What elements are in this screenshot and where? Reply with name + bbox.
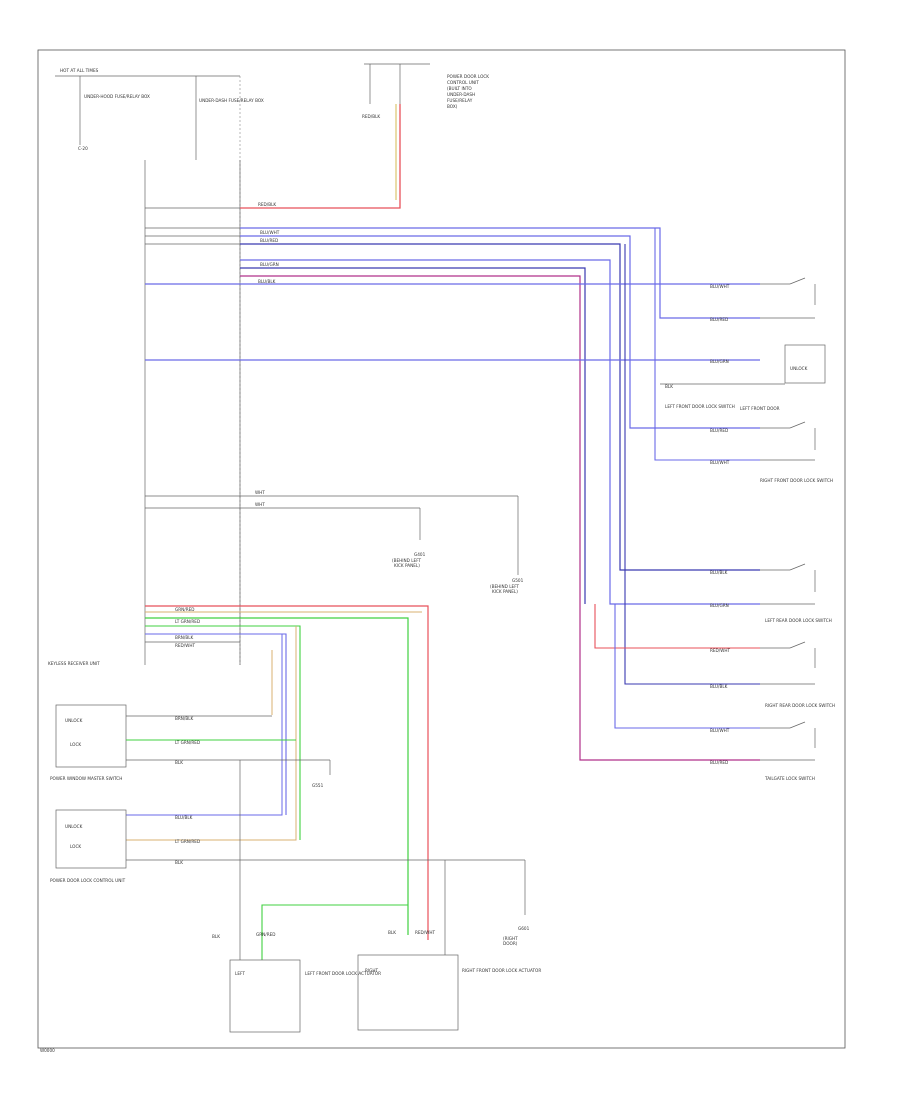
svg-text:(BEHIND LEFT: (BEHIND LEFT: [392, 558, 422, 563]
g501-label: G501: [512, 578, 524, 583]
svg-text:G551: G551: [312, 783, 324, 788]
svg-text:BLK: BLK: [175, 860, 183, 865]
svg-text:BLK: BLK: [665, 384, 673, 389]
svg-text:C-20: C-20: [78, 146, 88, 151]
keyless-bus: GRN/RED LT GRN/RED BRN/BLK RED/WHT KEYLE…: [48, 605, 429, 940]
svg-text:FUSE/RELAY: FUSE/RELAY: [447, 98, 473, 103]
blu-wht-wire-label: BLU/WHT: [260, 230, 280, 235]
left-rear-door-switch-label: LEFT REAR DOOR LOCK SWITCH: [765, 618, 832, 623]
svg-text:LOCK: LOCK: [70, 844, 81, 849]
right-power-window-switch: UNLOCK LOCK BLU/BLK LT GRN/RED BLK POWER…: [50, 809, 525, 883]
svg-text:RIGHT: RIGHT: [365, 968, 379, 973]
svg-text:LOCK: LOCK: [70, 742, 81, 747]
svg-text:BLU/RED: BLU/RED: [710, 428, 728, 433]
relay-block: POWER DOOR LOCK CONTROL UNIT (BUILT INTO…: [362, 63, 489, 119]
right-rear-door-switch: RED/WHT BLU/BLK RIGHT REAR DOOR LOCK SWI…: [710, 641, 835, 708]
left-rear-door-switch: BLU/BLK BLU/GRN LEFT REAR DOOR LOCK SWIT…: [710, 563, 832, 623]
svg-text:RED/WHT: RED/WHT: [710, 648, 730, 653]
svg-text:UNLOCK: UNLOCK: [65, 824, 83, 829]
right-rear-door-switch-label: RIGHT REAR DOOR LOCK SWITCH: [765, 703, 835, 708]
right-lock-actuator-label: RIGHT FRONT DOOR LOCK ACTUATOR: [462, 968, 541, 973]
blue-trunk: [145, 227, 760, 761]
svg-text:UNLOCK: UNLOCK: [65, 718, 83, 723]
svg-text:UNDER-DASH: UNDER-DASH: [447, 92, 475, 97]
tailgate-switch-label: TAILGATE LOCK SWITCH: [764, 776, 815, 781]
left-lock-actuator: BLK GRN/RED LEFT LEFT FRONT DOOR LOCK AC…: [212, 760, 408, 1033]
svg-text:BLU/WHT: BLU/WHT: [710, 728, 730, 733]
svg-text:BOX): BOX): [447, 104, 458, 109]
left-power-window-label: POWER WINDOW MASTER SWITCH: [50, 776, 122, 781]
svg-text:BRN/BLK: BRN/BLK: [175, 716, 194, 721]
svg-text:RED/BLK: RED/BLK: [362, 114, 380, 119]
svg-text:BLU/RED: BLU/RED: [710, 317, 728, 322]
blu-grn-wire-label: BLU/GRN: [260, 262, 279, 267]
ground-connections: G401 G501 (BEHIND LEFT KICK PANEL) (BEHI…: [145, 490, 524, 594]
power-source-block: HOT AT ALL TIMES UNDER-HOOD FUSE/RELAY B…: [55, 68, 264, 665]
svg-text:BLU/WHT: BLU/WHT: [710, 284, 730, 289]
svg-text:BLU/BLK: BLU/BLK: [175, 815, 193, 820]
dash-fuse-box-label: UNDER-DASH FUSE/RELAY BOX: [199, 98, 264, 103]
svg-text:DOOR): DOOR): [503, 941, 518, 946]
red-wht-wire-label: RED/WHT: [175, 643, 195, 648]
svg-text:BLK: BLK: [175, 760, 183, 765]
blu-red-wire-label: BLU/RED: [260, 238, 278, 243]
right-lock-actuator: BLK RED/WHT RIGHT RIGHT FRONT DOOR LOCK …: [357, 860, 541, 1031]
svg-text:WHT: WHT: [255, 490, 265, 495]
svg-text:(RIGHT: (RIGHT: [503, 936, 518, 941]
right-power-window-label: POWER DOOR LOCK CONTROL UNIT: [50, 878, 126, 883]
svg-text:LT GRN/RED: LT GRN/RED: [175, 839, 200, 844]
tailgate-area-switch: UNLOCK BLU/GRN BLK LEFT FRONT DOOR LOCK …: [660, 344, 826, 411]
svg-text:BLU/GRN: BLU/GRN: [710, 359, 729, 364]
svg-text:LEFT: LEFT: [235, 971, 245, 976]
svg-text:(BUILT INTO: (BUILT INTO: [447, 86, 472, 91]
svg-text:(BEHIND LEFT: (BEHIND LEFT: [490, 584, 520, 589]
red-blk-wire-label: RED/BLK: [258, 202, 276, 207]
g401-label: G401: [414, 552, 426, 557]
svg-text:UNLOCK: UNLOCK: [790, 366, 808, 371]
svg-text:KICK PANEL): KICK PANEL): [492, 589, 518, 594]
left-lock-actuator-label: LEFT FRONT DOOR LOCK ACTUATOR: [305, 971, 381, 976]
page-code: W0000: [40, 1048, 55, 1053]
fuse-box-label: UNDER-HOOD FUSE/RELAY BOX: [84, 94, 150, 99]
diagram-frame: [37, 49, 846, 1049]
svg-text:BLK: BLK: [388, 930, 396, 935]
svg-text:KICK PANEL): KICK PANEL): [394, 563, 420, 568]
svg-text:BLU/RED: BLU/RED: [710, 760, 728, 765]
svg-text:BLU/WHT: BLU/WHT: [710, 460, 730, 465]
left-front-door-switch: BLU/WHT BLU/RED: [710, 277, 816, 322]
svg-text:BLK: BLK: [212, 934, 220, 939]
svg-text:RED/WHT: RED/WHT: [415, 930, 435, 935]
brn-blk-wire-label: BRN/BLK: [175, 635, 194, 640]
svg-text:POWER DOOR LOCK: POWER DOOR LOCK: [447, 74, 489, 79]
left-front-door-switch-label: LEFT FRONT DOOR LOCK SWITCH: [665, 404, 735, 409]
g601-label: G601: [518, 926, 530, 931]
svg-text:CONTROL UNIT: CONTROL UNIT: [447, 80, 479, 85]
right-front-door-switch: BLU/RED BLU/WHT RIGHT FRONT DOOR LOCK SW…: [710, 421, 833, 483]
keyless-unit-label: KEYLESS RECEIVER UNIT: [48, 661, 100, 666]
blu-blk-wire-label: BLU/BLK: [258, 279, 276, 284]
svg-text:WHT: WHT: [255, 502, 265, 507]
svg-text:LT GRN/RED: LT GRN/RED: [175, 740, 200, 745]
svg-text:BLU/BLK: BLU/BLK: [710, 570, 728, 575]
svg-text:BLU/GRN: BLU/GRN: [710, 603, 729, 608]
hot-at-all-times-label: HOT AT ALL TIMES: [60, 68, 99, 73]
left-power-window-switch: UNLOCK LOCK BRN/BLK LT GRN/RED BLK POWER…: [50, 704, 331, 788]
lt-grn-red-wire-label: LT GRN/RED: [175, 619, 200, 624]
right-front-door-switch-label: RIGHT FRONT DOOR LOCK SWITCH: [760, 478, 833, 483]
svg-text:LEFT FRONT DOOR: LEFT FRONT DOOR: [740, 406, 780, 411]
svg-text:GRN/RED: GRN/RED: [256, 932, 275, 937]
grn-red-wire-label: GRN/RED: [175, 607, 194, 612]
tailgate-lock-switch: BLU/WHT BLU/RED TAILGATE LOCK SWITCH: [710, 721, 816, 781]
svg-text:BLU/BLK: BLU/BLK: [710, 684, 728, 689]
